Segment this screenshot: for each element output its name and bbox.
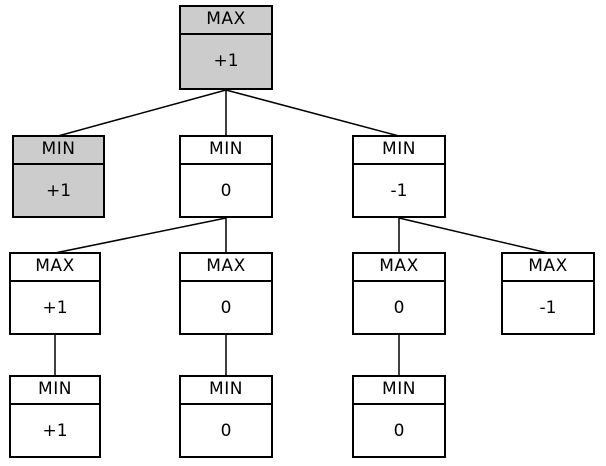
node-value: +1 xyxy=(42,421,68,441)
node-type-label: MAX xyxy=(11,254,99,282)
node-type-label: MIN xyxy=(11,377,99,405)
node-type-label: MIN xyxy=(14,137,103,165)
tree-node-l3-3: MAX 0 xyxy=(352,252,446,335)
node-value: +1 xyxy=(42,298,68,318)
node-value: -1 xyxy=(390,181,408,201)
node-value: 0 xyxy=(220,421,232,441)
edge-l2-2-l3-1 xyxy=(54,217,227,254)
tree-node-l2-3: MIN -1 xyxy=(352,135,446,218)
node-type-label: MIN xyxy=(354,377,444,405)
tree-node-l4-3: MIN 0 xyxy=(352,375,446,458)
node-value: 0 xyxy=(220,181,232,201)
node-type-label: MIN xyxy=(181,377,271,405)
tree-node-l4-2: MIN 0 xyxy=(179,375,273,458)
tree-node-l4-1: MIN +1 xyxy=(9,375,101,458)
tree-node-l2-1: MIN +1 xyxy=(12,135,105,218)
node-value: +1 xyxy=(213,51,239,71)
node-type-label: MAX xyxy=(503,254,593,282)
node-value: -1 xyxy=(539,298,557,318)
tree-node-l2-2: MIN 0 xyxy=(179,135,273,218)
edge-root-l2-1 xyxy=(57,89,227,137)
node-value: 0 xyxy=(220,298,232,318)
node-value: 0 xyxy=(393,298,405,318)
node-type-label: MIN xyxy=(354,137,444,165)
node-value: 0 xyxy=(393,421,405,441)
tree-node-l3-1: MAX +1 xyxy=(9,252,101,335)
tree-node-l3-4: MAX -1 xyxy=(501,252,595,335)
node-type-label: MAX xyxy=(354,254,444,282)
tree-node-l3-2: MAX 0 xyxy=(179,252,273,335)
edge-l2-3-l3-4 xyxy=(398,217,549,254)
node-type-label: MIN xyxy=(181,137,271,165)
node-value: +1 xyxy=(45,181,72,201)
edge-root-l2-3 xyxy=(225,89,400,137)
node-type-label: MAX xyxy=(181,254,271,282)
node-type-label: MAX xyxy=(181,7,271,35)
tree-node-root: MAX +1 xyxy=(179,5,273,90)
